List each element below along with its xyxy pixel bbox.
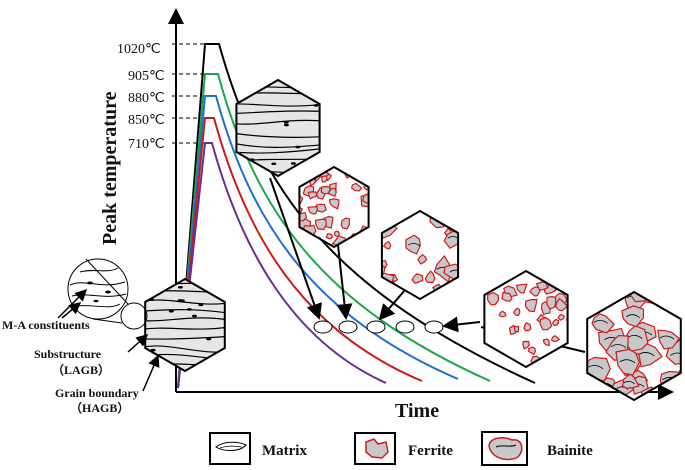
- peak-label-905: 905℃: [128, 69, 165, 84]
- hex-outline: [144, 277, 226, 373]
- hex-outline: [235, 78, 321, 178]
- hex-fghaz: [298, 165, 370, 249]
- marker-1020: [424, 320, 444, 334]
- curve-880: [177, 95, 459, 389]
- hex-fill: [236, 80, 320, 176]
- substructure-label: Substructure: [34, 347, 102, 361]
- hex-outline: [298, 165, 370, 249]
- marker-850: [338, 320, 358, 334]
- peak-labels: 1020℃ 905℃ 880℃ 850℃ 710℃: [117, 42, 165, 152]
- annotations: M-A constituents Substructure （LAGB） Gra…: [2, 288, 160, 415]
- substructure-sub-label: （LAGB）: [52, 362, 110, 377]
- hex-outline: [380, 209, 460, 301]
- curve-710: [177, 142, 387, 389]
- microstructure-hexagons: [144, 78, 682, 402]
- hex-outline: [483, 269, 569, 369]
- peak-label-850: 850℃: [128, 113, 165, 128]
- hex-fill: [145, 279, 225, 371]
- legend-bainite-label: Bainite: [547, 443, 593, 459]
- base-metal-zoom: [67, 258, 148, 330]
- x-axis-title: Time: [395, 400, 439, 422]
- marker-880: [366, 320, 386, 334]
- peak-label-880: 880℃: [128, 91, 165, 106]
- grain-boundary-sub-label: （HAGB）: [70, 400, 129, 415]
- zoom-circle: [67, 258, 129, 320]
- hex-ichaz: [380, 209, 460, 301]
- curve-850: [177, 117, 423, 389]
- curve-905: [177, 73, 491, 389]
- hex-coarse: [586, 290, 682, 402]
- legend-matrix-box: [209, 432, 251, 465]
- marker-905: [395, 320, 415, 334]
- hex-fill: [381, 211, 459, 299]
- y-axis-title: Peak temperature: [99, 91, 121, 245]
- marker-710: [313, 320, 333, 334]
- hex-outline: [586, 290, 682, 402]
- peak-guides: [172, 43, 205, 144]
- legend: Matrix Ferrite Bainite: [209, 431, 593, 466]
- ma-constituents-label: M-A constituents: [2, 318, 90, 332]
- zoom-source-circle: [120, 302, 148, 330]
- peak-label-710: 710℃: [128, 137, 165, 152]
- hex-scghaz: [483, 269, 569, 369]
- grain-boundary-label: Grain boundary: [55, 386, 139, 400]
- hex-cghaz: [235, 78, 321, 178]
- hex-base-metal: [144, 277, 226, 373]
- legend-ferrite-label: Ferrite: [408, 443, 453, 459]
- peak-label-1020: 1020℃: [117, 42, 161, 57]
- legend-matrix-label: Matrix: [262, 443, 307, 459]
